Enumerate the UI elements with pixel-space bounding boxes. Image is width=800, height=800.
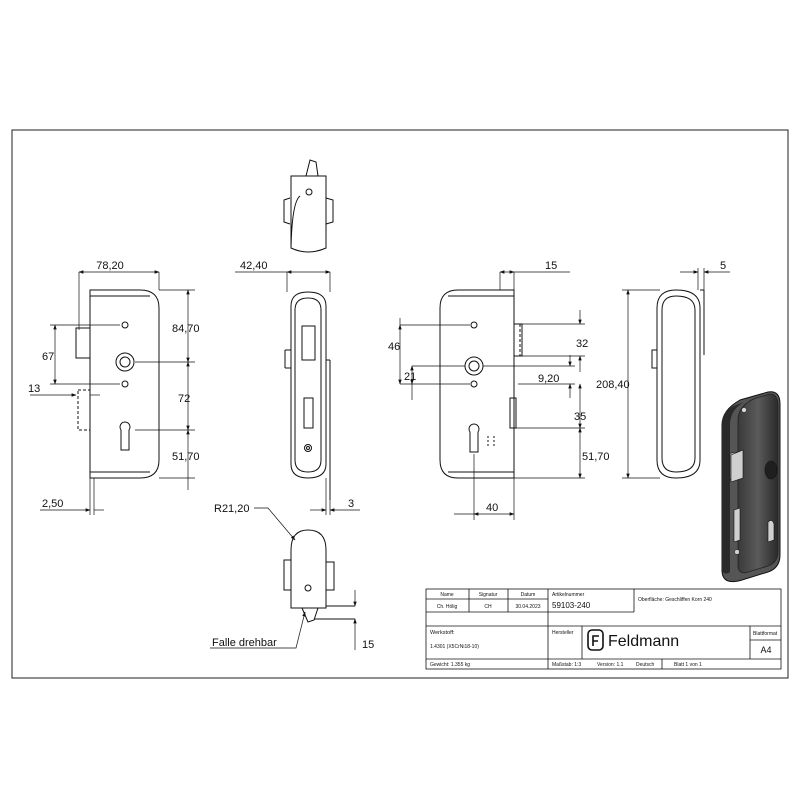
dim-front-51-70: 51,70 xyxy=(172,451,200,463)
tb-werkstoff-label: Werkstoff: xyxy=(430,630,455,636)
dim-back-46: 46 xyxy=(388,341,400,353)
bottom-view xyxy=(283,529,355,623)
tb-sprache: Deutsch xyxy=(636,662,655,668)
dim-edge-5: 5 xyxy=(720,260,726,272)
bottom-dimension-lines xyxy=(210,507,357,650)
edge-view xyxy=(651,289,705,479)
tb-gewicht: Gewicht: 1.355 kg xyxy=(430,662,470,668)
dim-back-40: 40 xyxy=(486,502,498,514)
side-dimension-lines xyxy=(235,270,360,515)
dim-latch-15: 15 xyxy=(362,639,374,651)
dim-front-84-70: 84,70 xyxy=(172,323,200,335)
tb-col-datum: Datum xyxy=(521,592,536,598)
tb-artikel-label: Artikelnummer xyxy=(552,592,585,598)
tb-name-value: Ch. Hölig xyxy=(437,604,458,610)
dim-back-35: 35 xyxy=(574,411,586,423)
tb-col-signatur: Signatur xyxy=(479,592,498,598)
front-view xyxy=(75,289,160,479)
tb-version: Version: 1.1 xyxy=(597,662,624,668)
dim-back-32: 32 xyxy=(576,338,588,350)
title-block xyxy=(425,588,782,670)
sheet-border xyxy=(11,129,789,679)
dim-side-3: 3 xyxy=(348,498,354,510)
back-dimension-lines xyxy=(398,270,585,520)
side-view xyxy=(284,291,331,500)
tb-col-name: Name xyxy=(440,592,454,598)
top-view xyxy=(283,159,334,253)
feldmann-logo-text: Feldmann xyxy=(608,633,679,650)
tb-massstab: Maßstab: 1:3 xyxy=(552,662,581,668)
tb-signatur-value: CH xyxy=(484,604,492,610)
dim-radius: R21,20 xyxy=(214,503,249,515)
dim-back-21: 21 xyxy=(404,371,416,383)
feldmann-logo: Feldmann xyxy=(587,629,679,651)
dim-front-67: 67 xyxy=(42,351,54,363)
dim-front-2-50: 2,50 xyxy=(42,498,63,510)
tb-oberflaeche: Oberfläche: Geschliffen Korn 240 xyxy=(638,597,712,603)
isometric-render xyxy=(721,391,781,583)
dim-edge-height: 208,40 xyxy=(596,379,630,391)
dim-back-51-70: 51,70 xyxy=(582,451,610,463)
tb-blatt: Blatt 1 von 1 xyxy=(674,662,702,668)
tb-blattformat-value: A4 xyxy=(760,645,771,655)
tb-datum-value: 30.04.2023 xyxy=(515,604,540,610)
dim-side-width: 42,40 xyxy=(240,260,268,272)
back-view xyxy=(439,289,523,479)
tb-artikel-value: 59103-240 xyxy=(552,601,591,610)
latch-note: Falle drehbar xyxy=(212,637,277,649)
dim-front-13: 13 xyxy=(28,383,40,395)
dim-front-72: 72 xyxy=(178,393,190,405)
dim-back-9-20: 9,20 xyxy=(538,373,559,385)
dim-front-width: 78,20 xyxy=(96,260,124,272)
tb-blattformat-label: Blattformat xyxy=(753,631,778,637)
tb-hersteller-label: Hersteller xyxy=(552,630,574,636)
front-dimension-lines xyxy=(30,270,195,515)
edge-dimension-lines xyxy=(622,268,730,479)
dim-back-15: 15 xyxy=(545,260,557,272)
tb-werkstoff-value: 1.4301 (X5CrNi18-10) xyxy=(430,644,479,650)
